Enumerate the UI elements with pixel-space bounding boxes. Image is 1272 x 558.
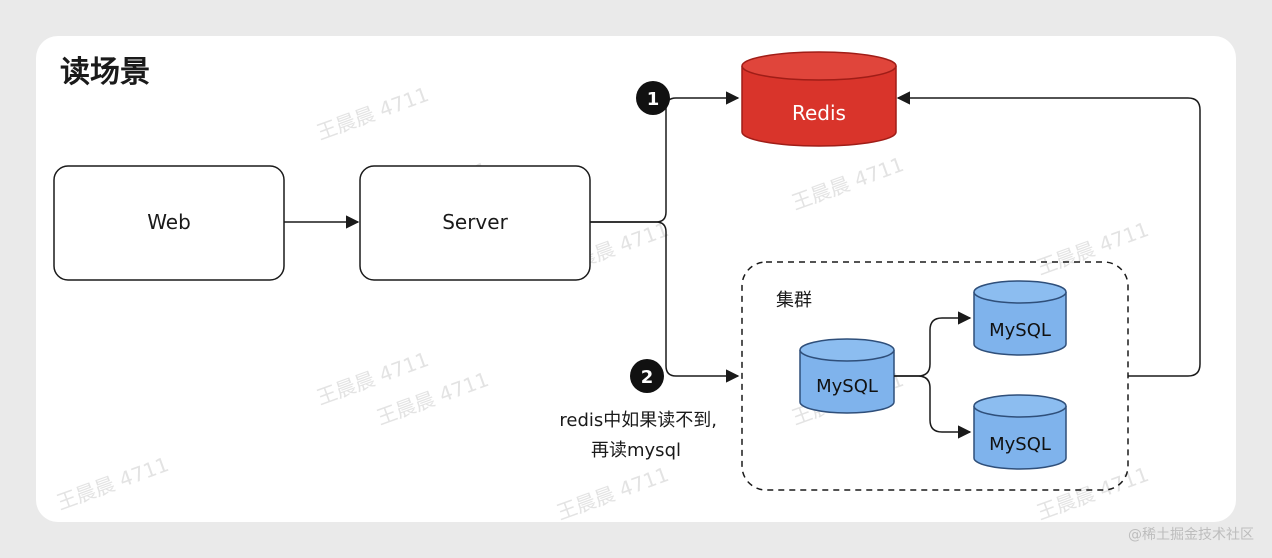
web-node-label: Web xyxy=(147,210,191,234)
cluster-group xyxy=(741,261,1129,491)
step-2-badge xyxy=(630,359,664,393)
watermark-text: 王晨晨 4711 xyxy=(554,462,672,525)
mysql-primary-body xyxy=(799,350,895,414)
cluster-to-redis-arrow xyxy=(896,91,1201,377)
mysql-primary-label: MySQL xyxy=(816,376,878,397)
server-to-redis-arrow xyxy=(590,91,740,223)
redis-node xyxy=(741,51,897,147)
web-node xyxy=(53,165,285,281)
mysql-replica-1-top xyxy=(973,280,1067,304)
server-node-label: Server xyxy=(442,210,508,234)
server-to-cluster-arrow xyxy=(590,221,740,383)
mysql-replica-1-body xyxy=(973,292,1067,356)
cluster-label: 集群 xyxy=(776,290,812,311)
mysql-replica-2-body xyxy=(973,406,1067,470)
step-2-annotation-line2: 再读mysql xyxy=(591,440,681,461)
redis-cylinder-top xyxy=(741,51,897,81)
primary-to-replica-2-arrow xyxy=(894,375,972,439)
watermark-text: 王晨晨 4711 xyxy=(54,452,172,515)
page-title: 读场景 xyxy=(60,55,150,90)
step-1-badge xyxy=(636,81,670,115)
mysql-primary-node xyxy=(799,338,895,414)
watermark-text: 王晨晨 4711 xyxy=(1034,462,1152,525)
server-node xyxy=(359,165,591,281)
watermark-text: 王晨晨 4711 xyxy=(314,82,432,145)
mysql-replica-2-node xyxy=(973,394,1067,470)
step-2-label: 2 xyxy=(641,367,654,388)
watermark-text: 王晨晨 4711 xyxy=(789,152,907,215)
primary-to-replica-1-arrow xyxy=(894,311,972,377)
step-1-label: 1 xyxy=(647,89,660,110)
footer-credit: @稀土掘金技术社区 xyxy=(1128,527,1254,543)
redis-node-label: Redis xyxy=(792,101,846,125)
watermark-text: 王晨晨 4711 xyxy=(1034,217,1152,280)
mysql-replica-1-label: MySQL xyxy=(989,320,1051,341)
mysql-replica-1-node xyxy=(973,280,1067,356)
redis-cylinder-body xyxy=(741,66,897,147)
mysql-replica-2-label: MySQL xyxy=(989,434,1051,455)
step-2-annotation-line1: redis中如果读不到, xyxy=(559,410,717,431)
mysql-replica-2-top xyxy=(973,394,1067,418)
mysql-primary-top xyxy=(799,338,895,362)
